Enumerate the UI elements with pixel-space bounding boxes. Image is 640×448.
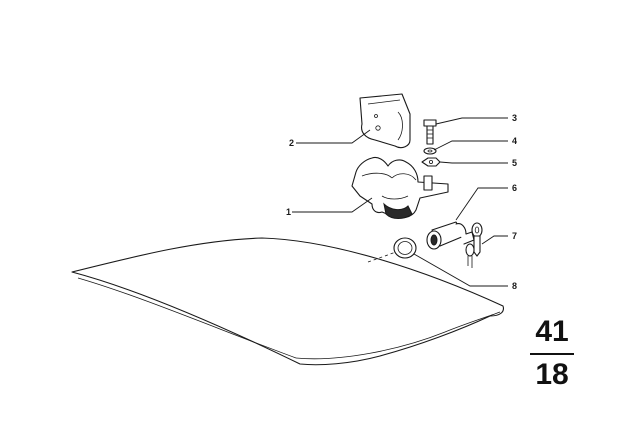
washer-part[interactable] bbox=[423, 147, 437, 155]
leader-lines bbox=[292, 117, 508, 287]
lock-part[interactable] bbox=[351, 156, 449, 219]
trunk-lid-panel bbox=[71, 237, 504, 366]
callout-1: 1 bbox=[286, 207, 291, 217]
nut-part[interactable] bbox=[421, 157, 441, 167]
bracket-part[interactable] bbox=[359, 93, 411, 149]
callout-6: 6 bbox=[512, 183, 517, 193]
group-number-top: 41 bbox=[535, 315, 569, 348]
lock-cylinder-part[interactable] bbox=[426, 221, 475, 250]
group-number-bottom: 18 bbox=[535, 358, 569, 391]
assembly-axis bbox=[367, 251, 397, 263]
callout-3: 3 bbox=[512, 113, 517, 123]
gasket-ring-part[interactable] bbox=[393, 237, 417, 259]
callout-8: 8 bbox=[512, 281, 517, 291]
callout-7: 7 bbox=[512, 231, 517, 241]
callout-2: 2 bbox=[289, 138, 294, 148]
callout-5: 5 bbox=[512, 158, 517, 168]
callout-4: 4 bbox=[512, 136, 517, 146]
key-part[interactable] bbox=[465, 222, 483, 268]
screw-part[interactable] bbox=[423, 119, 437, 145]
group-number-divider bbox=[530, 353, 574, 355]
